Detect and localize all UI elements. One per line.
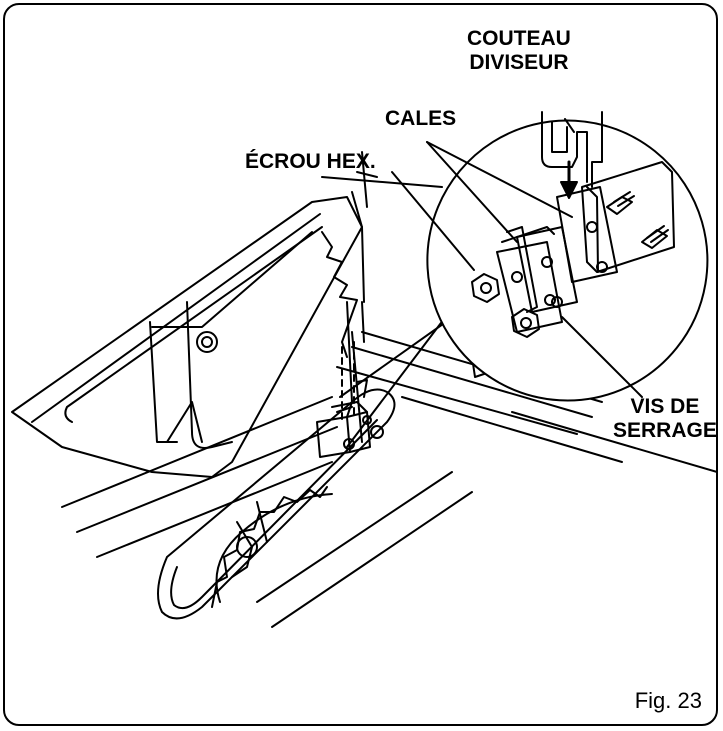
throat-plate [157, 388, 396, 620]
label-shims: CALES [385, 107, 457, 130]
label-clamp-screws: VIS DE SERRAGE [613, 395, 717, 443]
label-leaders [391, 118, 643, 398]
label-hex-nut: ÉCROU HEX. [245, 150, 376, 173]
detail-shims [501, 226, 578, 313]
saw-illustration [11, 111, 716, 628]
detail-plate-back [581, 161, 675, 273]
detail-front-plate [496, 241, 563, 333]
figure-frame: COUTEAU DIVISEUR CALES ÉCROU HEX. VIS DE… [3, 3, 718, 726]
detail-riving-knife [541, 111, 603, 188]
blade-guard [11, 191, 365, 478]
saw-blade [211, 486, 333, 608]
label-riving-knife-line1: COUTEAU [467, 27, 571, 50]
mounting-bracket [316, 379, 384, 458]
table-rails [61, 331, 716, 628]
label-riving-knife-line2: DIVISEUR [469, 51, 569, 74]
detail-screws [606, 191, 669, 249]
detail-hex-nuts [471, 273, 540, 338]
figure-number: Fig. 23 [634, 688, 702, 713]
label-clamp-screws-line1: VIS DE [630, 395, 700, 418]
label-clamp-screws-line2: SERRAGE [613, 419, 717, 442]
label-riving-knife: COUTEAU DIVISEUR [467, 27, 571, 75]
insertion-arrow [560, 160, 578, 199]
